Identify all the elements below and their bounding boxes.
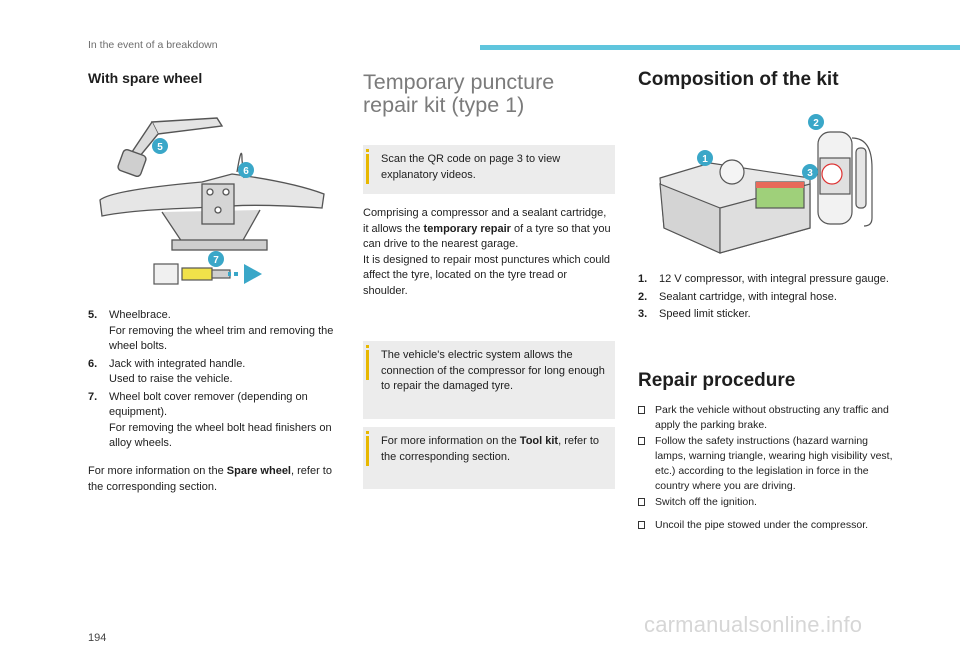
info-icon: [366, 345, 369, 348]
checkbox-icon: [638, 498, 645, 506]
list-item: Uncoil the pipe stowed under the compres…: [638, 518, 896, 533]
jack-illustration: [99, 152, 325, 251]
svg-text:5: 5: [157, 142, 163, 153]
svg-text:1: 1: [702, 154, 708, 165]
sealant-cartridge-illustration: [817, 131, 873, 227]
repair-kit-title: Temporary puncture repair kit (type 1): [363, 70, 555, 117]
svg-text:6: 6: [243, 166, 249, 177]
list-item: 2. Sealant cartridge, with integral hose…: [638, 290, 837, 303]
list-item: 3. Speed limit sticker.: [638, 308, 751, 320]
kit-parts-list: 1. 12 V compressor, with integral pressu…: [638, 272, 890, 325]
bolt-cover-remover-illustration: [153, 263, 262, 285]
checkbox-icon: [638, 437, 645, 445]
svg-text:3: 3: [807, 168, 813, 179]
repair-kit-description: Comprising a compressor and a sealant ca…: [363, 207, 611, 297]
repair-kit-figure: 1 2 3: [659, 114, 873, 254]
list-item: Switch off the ignition.: [638, 495, 896, 510]
spare-wheel-heading: With spare wheel: [88, 70, 203, 86]
checkbox-icon: [638, 406, 645, 414]
callout-badge-6: 6: [238, 162, 254, 178]
list-item: Follow the safety instructions (hazard w…: [638, 434, 896, 494]
header-accent-bar: [480, 45, 960, 50]
checkbox-icon: [638, 521, 645, 529]
watermark: carmanualsonline.info: [644, 612, 863, 637]
list-item: 6. Jack with integrated handle. Used to …: [88, 357, 246, 386]
compressor-illustration: [659, 159, 811, 254]
wheelbrace-illustration: [117, 117, 224, 178]
spare-wheel-reference: For more information on the Spare wheel,…: [88, 465, 332, 493]
callout-badge-2: 2: [808, 114, 824, 130]
callout-badge-5: 5: [152, 138, 168, 154]
info-box-tool-kit: For more information on the Tool kit, re…: [363, 427, 615, 489]
callout-badge-3: 3: [802, 164, 818, 180]
spare-wheel-parts-list: 5. Wheelbrace. For removing the wheel tr…: [88, 308, 344, 454]
list-item: Park the vehicle without obstructing any…: [638, 403, 896, 433]
spare-wheel-tools-figure: 5 6 7: [99, 117, 325, 285]
list-item: 7. Wheel bolt cover remover (depending o…: [88, 390, 332, 450]
callout-badge-7: 7: [208, 251, 224, 267]
svg-text:2: 2: [813, 118, 819, 129]
repair-procedure-heading: Repair procedure: [638, 370, 796, 391]
list-item: 5. Wheelbrace. For removing the wheel tr…: [88, 309, 334, 352]
list-item: 1. 12 V compressor, with integral pressu…: [638, 273, 889, 285]
callout-badge-1: 1: [697, 150, 713, 166]
info-box-electric-system: The vehicle's electric system allows the…: [363, 341, 615, 419]
page-number: 194: [88, 632, 107, 644]
kit-composition-heading: Composition of the kit: [638, 69, 839, 90]
info-icon: [366, 431, 369, 434]
info-box-qr: Scan the QR code on page 3 to view expla…: [363, 145, 615, 194]
svg-text:7: 7: [213, 255, 219, 266]
info-icon: [366, 149, 369, 152]
repair-steps-list: Park the vehicle without obstructing any…: [638, 403, 896, 534]
section-header: In the event of a breakdown: [88, 39, 218, 51]
